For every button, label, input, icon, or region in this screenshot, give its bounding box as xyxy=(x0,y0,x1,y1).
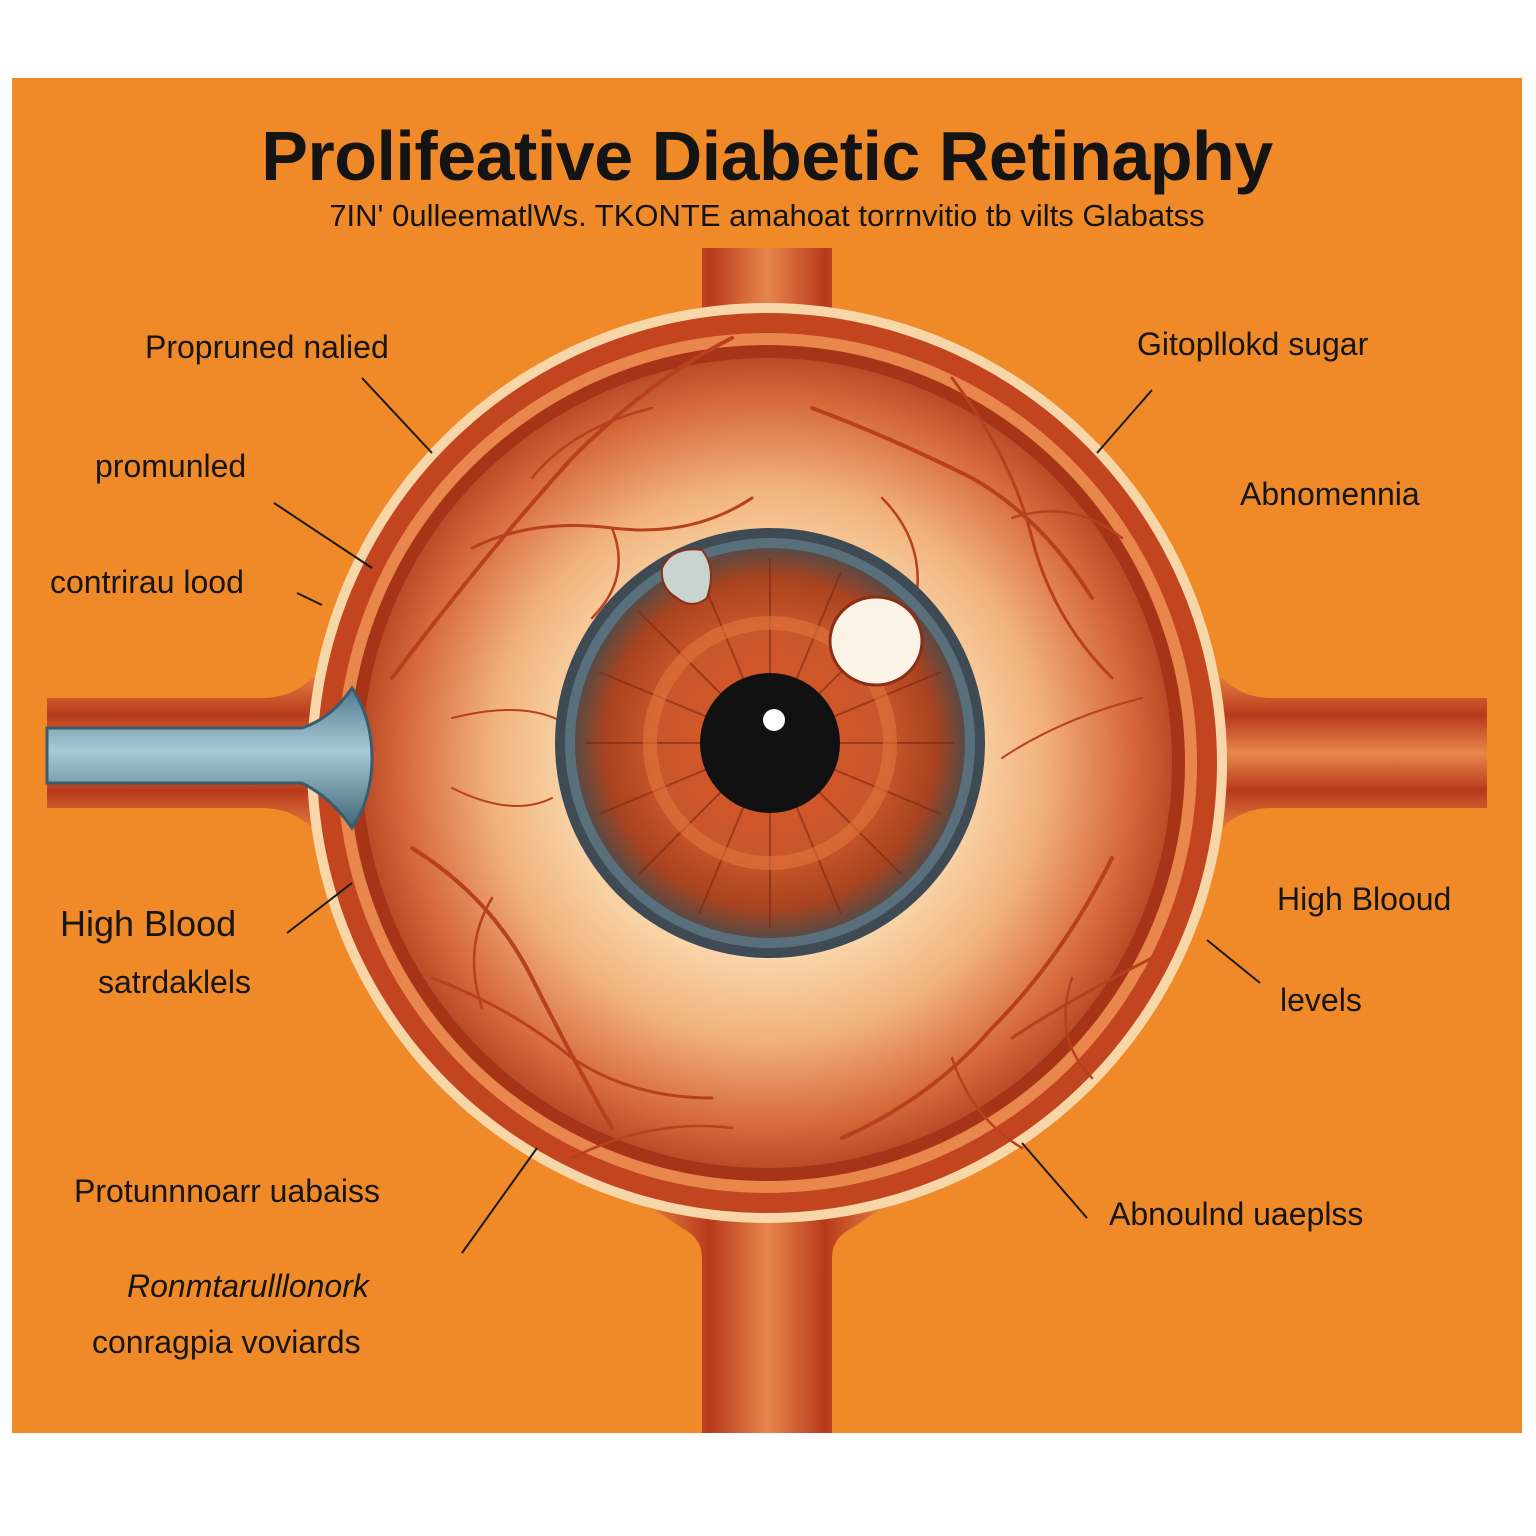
label-right-3: High Blooud xyxy=(1277,881,1452,917)
diagram-panel: Prolifeative Diabetic Retinaphy 7IN' 0ul… xyxy=(12,78,1522,1433)
label-left-7: Ronmtarulllonork xyxy=(127,1268,369,1304)
label-right-2: Abnomennia xyxy=(1240,476,1420,512)
label-left-5: satrdaklels xyxy=(98,964,251,1000)
label-left-8: conragpia voviards xyxy=(92,1324,361,1360)
label-left-4: High Blood xyxy=(60,903,237,944)
leader-lines xyxy=(273,377,1261,1254)
label-left-6: Protunnnoarr uabaiss xyxy=(74,1173,380,1209)
reflection-large xyxy=(828,595,924,687)
label-left-2: promunled xyxy=(95,448,247,484)
label-left-1: Propruned nalied xyxy=(145,329,389,365)
pupil-highlight xyxy=(763,709,785,731)
optic-nerve xyxy=(45,685,374,831)
label-right-5: Abnoulnd uaeplss xyxy=(1109,1196,1364,1232)
pupil xyxy=(700,673,840,813)
label-right-1: Gitopllokd sugar xyxy=(1137,326,1369,362)
eye-illustration: Prolifeative Diabetic Retinaphy 7IN' 0ul… xyxy=(12,78,1522,1433)
retinal-vessels xyxy=(390,336,1154,1160)
label-left-3: contrirau lood xyxy=(50,564,244,600)
reflection-small xyxy=(660,548,712,605)
label-right-4: levels xyxy=(1280,982,1362,1018)
diagram-subtitle: 7IN' 0ulleematlWs. TKONTE amahoat torrnv… xyxy=(329,198,1205,233)
diagram-title: Prolifeative Diabetic Retinaphy xyxy=(261,117,1273,195)
